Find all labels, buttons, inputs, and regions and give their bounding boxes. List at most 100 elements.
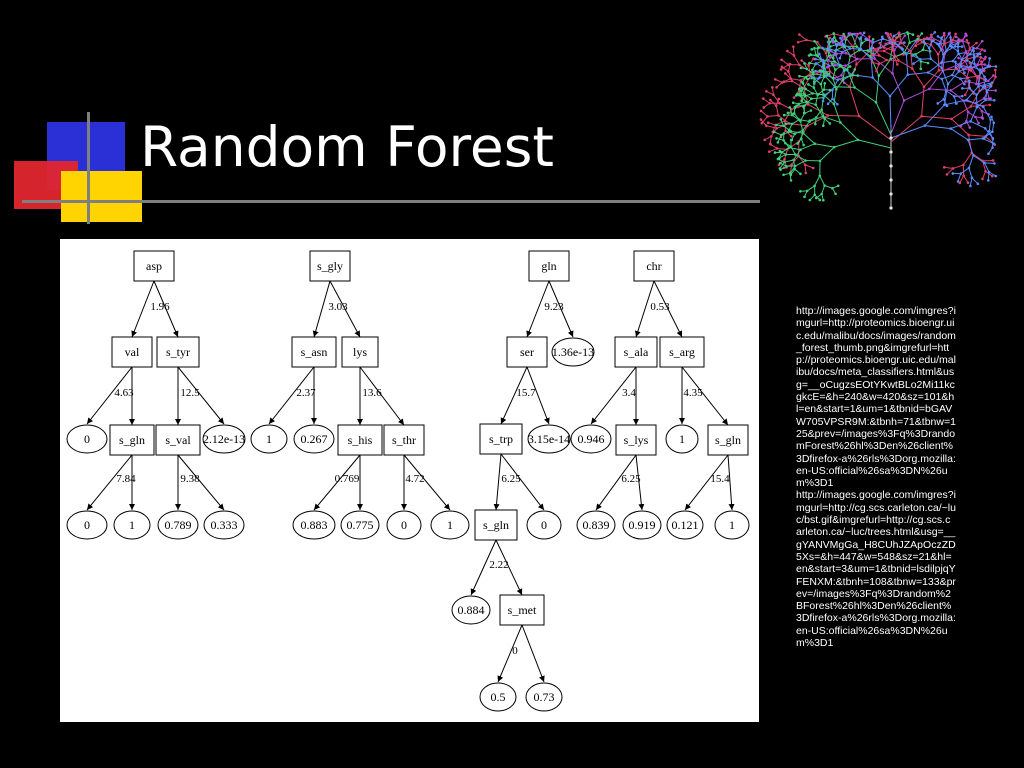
leaf-node-ellipse [666, 510, 704, 540]
source-url[interactable]: http://images.google.com/imgres?imgurl=h… [796, 489, 956, 650]
split-threshold-label: 9.38 [180, 473, 200, 485]
split-node-box [633, 250, 675, 282]
split-threshold-label: 4.35 [683, 387, 703, 399]
split-node: val [111, 336, 153, 368]
split-threshold-label: 0.53 [650, 301, 670, 313]
split-node-box [474, 509, 518, 541]
tree-edge [595, 454, 637, 511]
leaf-node-ellipse [526, 510, 562, 540]
leaf-node-ellipse [714, 510, 750, 540]
split-threshold-label: 2.22 [489, 559, 508, 571]
leaf-node-ellipse [386, 510, 422, 540]
leaf-node: 0.884 [451, 595, 491, 625]
node-label: s_gln [483, 518, 509, 532]
leaf-node: 0.121 [666, 510, 704, 540]
split-threshold-label: 15.4 [710, 473, 730, 485]
node-label: s_lys [624, 433, 649, 447]
leaf-node: 0.946 [570, 424, 612, 454]
split-threshold-label: 15.7 [516, 387, 536, 399]
leaf-node-ellipse [157, 510, 199, 540]
node-label: 0.919 [629, 518, 656, 532]
decor-vertical-rule [87, 112, 90, 224]
node-label: 1 [729, 518, 735, 532]
node-label: 0 [541, 518, 547, 532]
source-url-list: http://images.google.com/imgres?imgurl=h… [796, 305, 956, 649]
leaf-node: 0.775 [340, 510, 380, 540]
leaf-node-ellipse [525, 682, 563, 712]
split-threshold-label: 13.6 [362, 387, 382, 399]
split-node-box [659, 336, 705, 368]
leaf-node: 0.839 [576, 510, 616, 540]
split-node-box [499, 594, 545, 626]
node-label: 0.883 [301, 518, 328, 532]
tree-edge [86, 366, 133, 425]
node-label: 0.267 [301, 432, 328, 446]
split-node: s_trp [479, 423, 523, 455]
split-node-box [615, 424, 657, 456]
split-threshold-label: 0 [512, 645, 518, 657]
split-node: lys [341, 336, 379, 368]
node-label: 0.884 [458, 603, 485, 617]
node-label: s_arg [669, 345, 695, 359]
tree-edge [681, 366, 729, 426]
decor-yellow-square [61, 171, 142, 222]
node-label: s_thr [392, 433, 416, 447]
leaf-node: 0.333 [203, 510, 245, 540]
split-node: s_lys [615, 424, 657, 456]
split-threshold-label: 3.03 [328, 301, 348, 313]
node-label: 1 [266, 432, 272, 446]
tree-edge [526, 366, 550, 425]
split-node: s_tyr [156, 336, 200, 368]
split-threshold-label: 1.96 [150, 301, 170, 313]
tree-edge [153, 280, 179, 338]
node-label: s_met [508, 603, 537, 617]
tree-edge [497, 624, 523, 683]
node-label: s_trp [489, 432, 513, 446]
split-node-box [707, 424, 749, 456]
node-label: 0.5 [491, 690, 506, 704]
split-node: s_gln [707, 424, 749, 456]
node-label: s_tyr [166, 345, 190, 359]
tree-edge [727, 454, 735, 511]
leaf-node: 0.5 [479, 682, 517, 712]
tree-edge [493, 453, 502, 511]
split-node-box [291, 336, 337, 368]
split-node-box [341, 336, 379, 368]
split-threshold-label: 3.4 [622, 387, 636, 399]
split-threshold-label: 2.37 [296, 387, 316, 399]
node-label: 1 [679, 432, 685, 446]
node-label: s_ala [624, 345, 649, 359]
split-node: s_met [499, 594, 545, 626]
tree-edge [131, 280, 155, 338]
split-node-box [614, 336, 658, 368]
leaf-node-ellipse [293, 424, 335, 454]
node-label: 1 [447, 518, 453, 532]
split-threshold-label: 12.5 [180, 387, 200, 399]
tree-edge [635, 454, 645, 511]
split-threshold-label: 6.25 [621, 473, 641, 485]
tree-edge [526, 280, 550, 338]
leaf-node-ellipse [551, 337, 595, 367]
split-node: s_val [155, 424, 201, 456]
node-label: s_val [165, 433, 191, 447]
source-url[interactable]: http://images.google.com/imgres?imgurl=h… [796, 305, 956, 490]
node-label: s_asn [301, 345, 328, 359]
leaf-node: 1 [250, 424, 288, 454]
split-node: s_his [337, 424, 383, 456]
split-node: gln [528, 250, 570, 282]
node-label: 1.36e-13 [552, 345, 594, 359]
leaf-node-ellipse [203, 510, 245, 540]
leaf-node: 0.789 [157, 510, 199, 540]
tree-edge [590, 366, 637, 425]
split-node-box [337, 424, 383, 456]
node-label: 0 [84, 432, 90, 446]
tree-edge [470, 539, 497, 596]
split-threshold-label: 6.25 [501, 473, 521, 485]
split-node-box [506, 336, 548, 368]
node-label: 0.333 [211, 518, 238, 532]
node-label: 0.73 [534, 690, 555, 704]
tree-edge [521, 624, 545, 683]
node-label: s_gln [715, 433, 741, 447]
tree-edge [313, 454, 361, 511]
leaf-node-ellipse [430, 510, 470, 540]
